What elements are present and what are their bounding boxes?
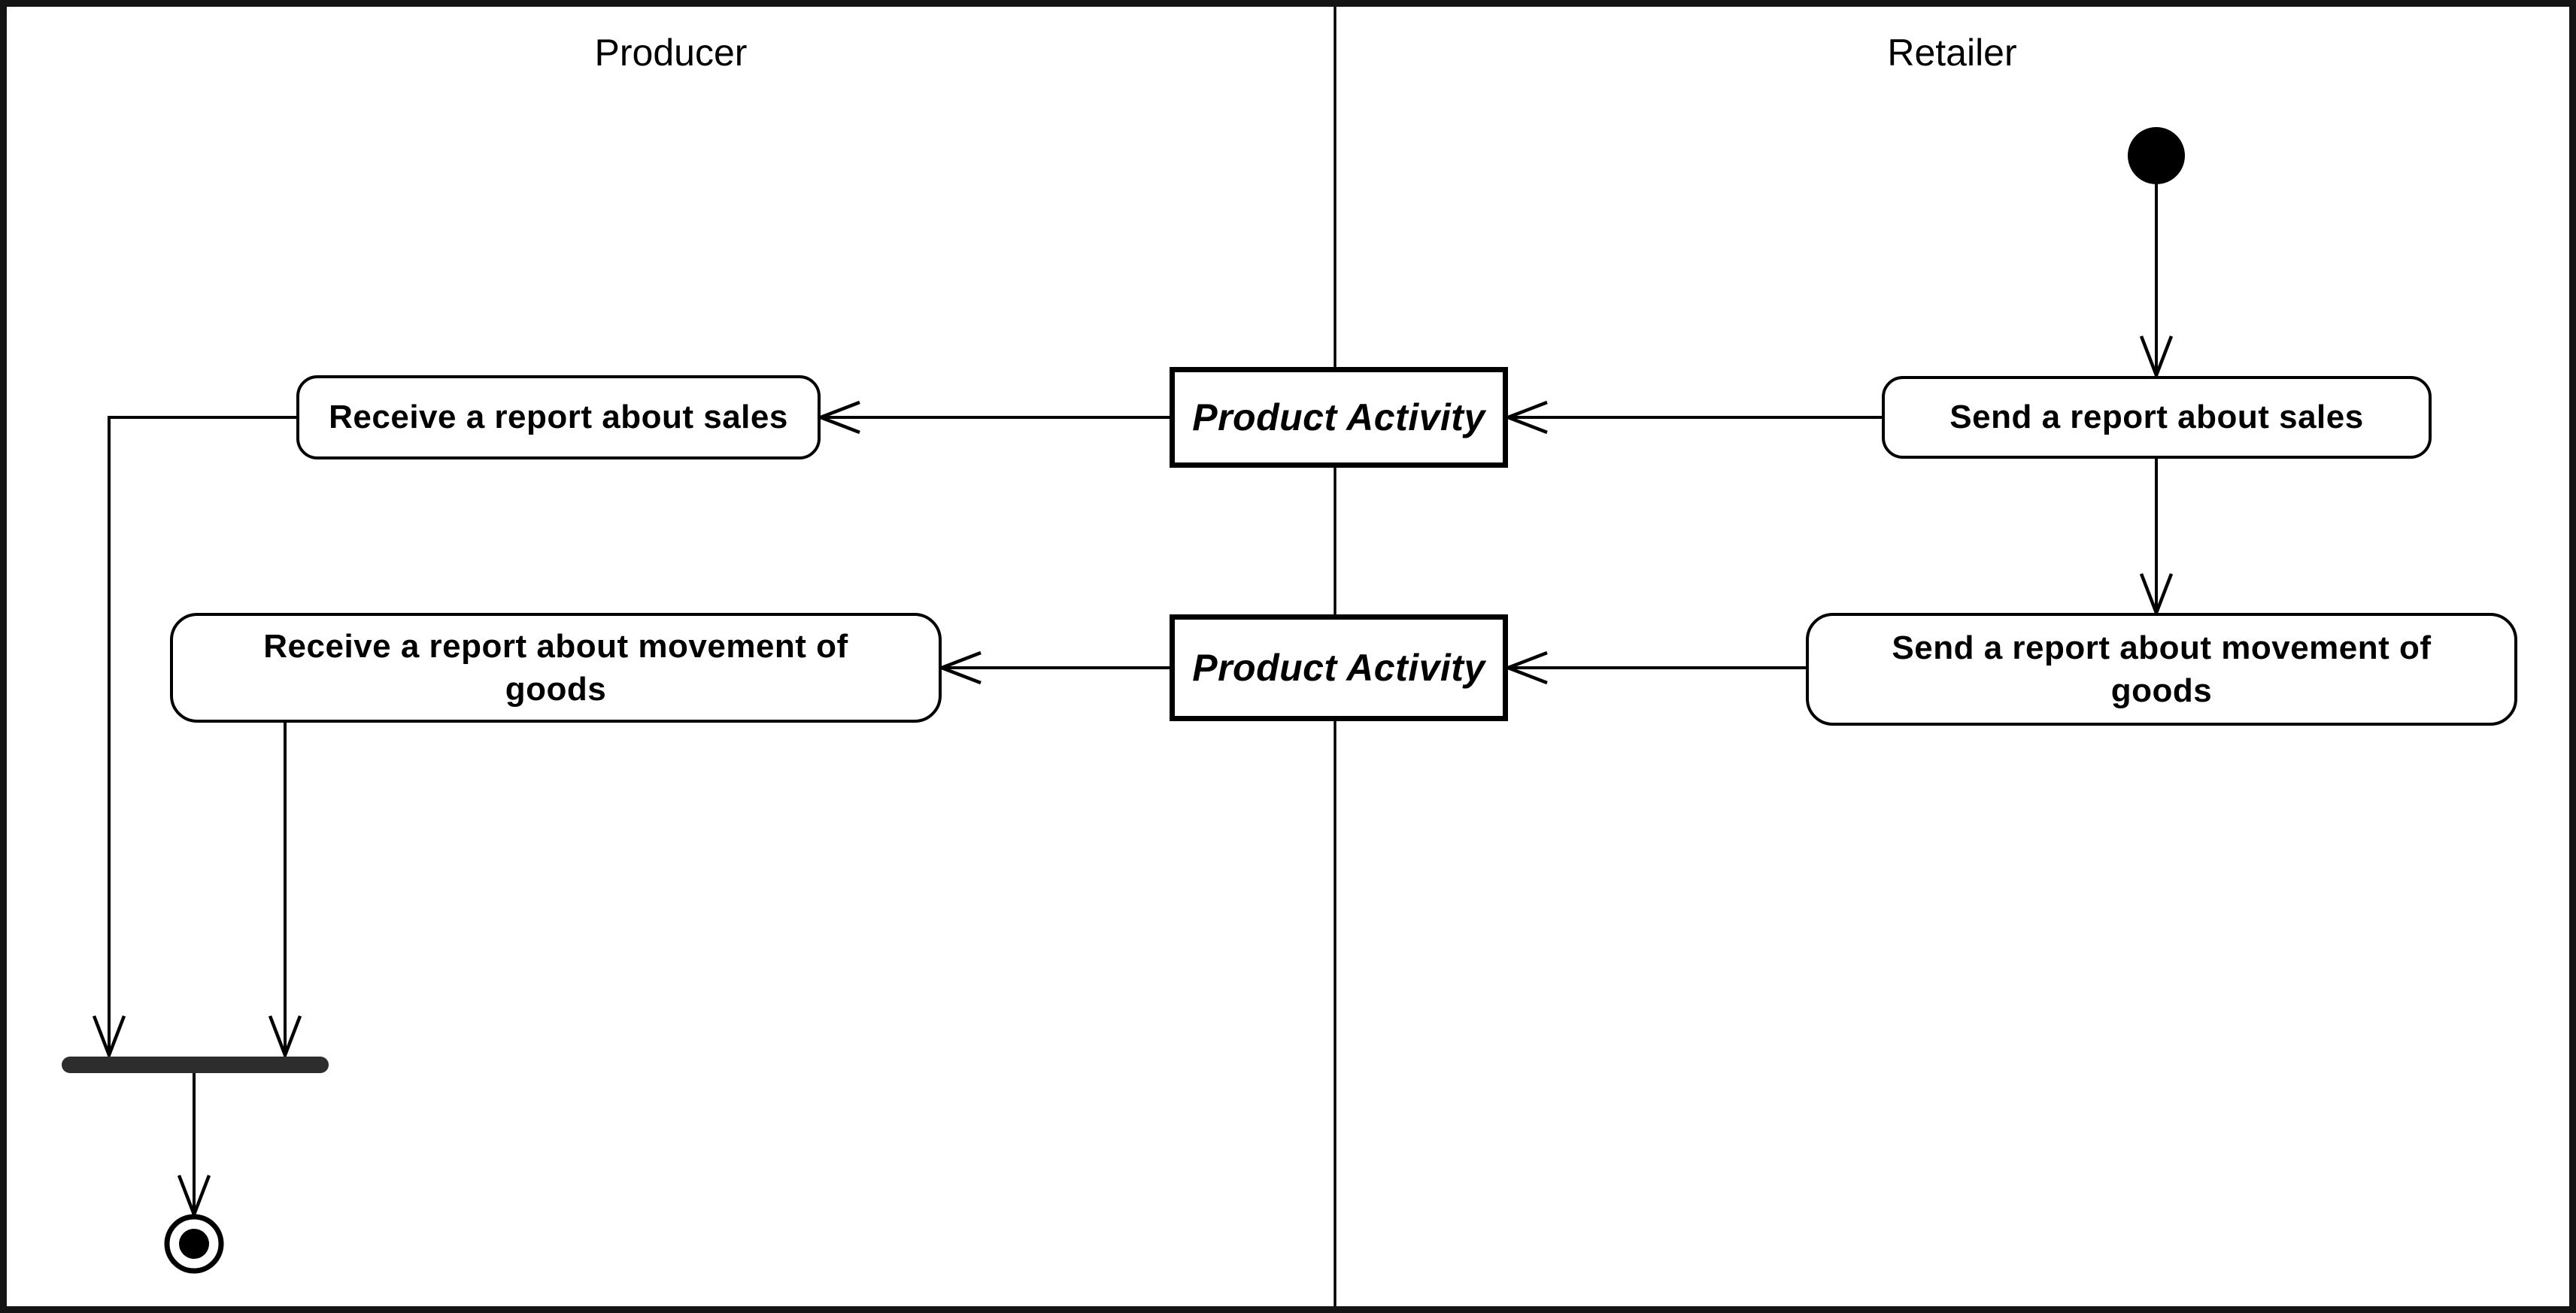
lane-label-retailer: Retailer <box>1335 29 2569 77</box>
lane-title: Producer <box>594 32 748 74</box>
arrowhead-down-icon <box>268 1015 302 1060</box>
edge-initial-to-send-sales <box>2139 184 2174 381</box>
arrowhead-left-icon <box>1503 400 1548 435</box>
object-node-product-activity-1: Product Activity <box>1170 367 1508 468</box>
action-receive-goods: Receive a report about movement of goods <box>170 613 942 723</box>
edge-receive-sales-to-join <box>92 416 296 1060</box>
action-label: Send a report about movement of goods <box>1892 626 2431 712</box>
edge-join-to-final <box>177 1073 211 1220</box>
action-send-sales: Send a report about sales <box>1882 376 2432 459</box>
arrowhead-left-icon <box>815 400 860 435</box>
edge-product-activity-1-to-receive-sales <box>815 400 1170 435</box>
arrowhead-left-icon <box>936 650 982 685</box>
action-label-line1: Receive a report about movement of <box>263 627 848 665</box>
lane-title: Retailer <box>1887 32 2017 74</box>
object-node-product-activity-2: Product Activity <box>1170 614 1508 721</box>
edge-send-sales-to-product-activity-1 <box>1503 400 1882 435</box>
edge-receive-goods-to-join <box>268 723 302 1060</box>
edge-send-goods-to-product-activity-2 <box>1503 650 1806 685</box>
action-send-goods: Send a report about movement of goods <box>1806 613 2517 726</box>
object-node-label: Product Activity <box>1192 647 1485 689</box>
action-label: Send a report about sales <box>1949 399 2364 436</box>
action-label-line1: Send a report about movement of <box>1892 629 2432 666</box>
initial-node <box>2128 127 2185 184</box>
object-node-label: Product Activity <box>1192 396 1485 438</box>
arrowhead-down-icon <box>92 1015 126 1060</box>
action-label: Receive a report about sales <box>329 399 788 436</box>
action-label-line2: goods <box>505 671 607 708</box>
arrowhead-down-icon <box>2139 335 2174 381</box>
action-label: Receive a report about movement of goods <box>263 625 848 711</box>
lane-label-producer: Producer <box>7 29 1335 77</box>
join-bar <box>62 1057 329 1073</box>
edge-send-sales-to-send-goods <box>2139 459 2174 618</box>
final-node <box>164 1214 224 1274</box>
action-receive-sales: Receive a report about sales <box>296 375 821 459</box>
action-label-line2: goods <box>2110 672 2213 709</box>
arrowhead-left-icon <box>1503 650 1548 685</box>
edge-product-activity-2-to-receive-goods <box>936 650 1170 685</box>
